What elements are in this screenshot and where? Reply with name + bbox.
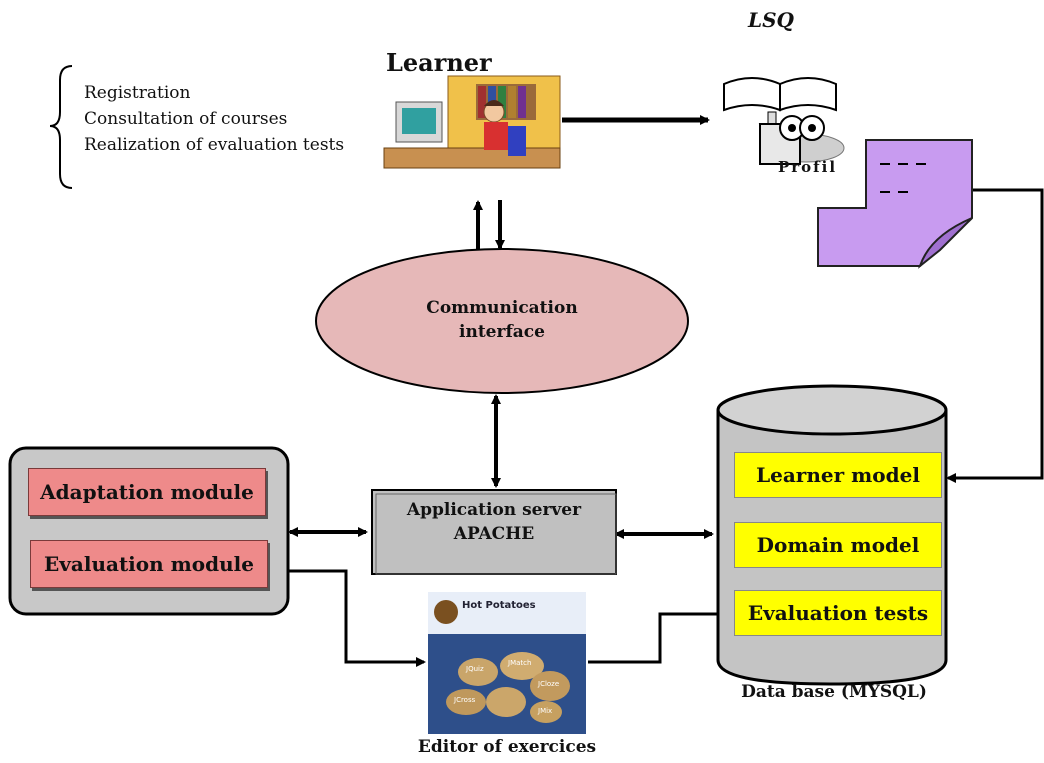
actions-brace xyxy=(49,65,73,189)
db-domain-model: Domain model xyxy=(734,522,942,568)
communication-label-line1: Communication xyxy=(426,298,578,318)
learner-illustration xyxy=(383,75,561,169)
adaptation-module-box: Adaptation module xyxy=(28,468,266,516)
lsq-profile-label: Profil xyxy=(778,158,838,176)
evaluation-to-editor-arrow xyxy=(268,569,426,667)
db-learner-model: Learner model xyxy=(734,452,942,498)
potato-label-jmatch: JMatch xyxy=(508,659,532,667)
potato-label-jquiz: JQuiz xyxy=(466,665,484,673)
learner-action-registration: Registration xyxy=(84,83,191,103)
lsq-icon xyxy=(723,77,845,165)
communication-interface-ellipse xyxy=(315,248,689,394)
db-evaluation-tests: Evaluation tests xyxy=(734,590,942,636)
app-server-box xyxy=(371,489,617,575)
communication-label-line2: interface xyxy=(459,322,545,342)
potato-label-jmix: JMix xyxy=(538,707,553,715)
lsq-title: LSQ xyxy=(748,8,794,32)
potato-label-jcross: JCross xyxy=(454,696,476,704)
learner-actions-list: Registration Consultation of courses Rea… xyxy=(84,80,344,158)
hot-potatoes-image xyxy=(428,592,586,734)
editor-to-tests-arrow xyxy=(588,609,734,664)
learner-action-consultation: Consultation of courses xyxy=(84,109,288,129)
editor-caption: Editor of exercices xyxy=(417,737,597,757)
app-server-shadow xyxy=(375,493,617,575)
hot-potatoes-logo-text: Hot Potatoes xyxy=(462,600,536,611)
learner-title: Learner xyxy=(386,48,492,77)
database-caption: Data base (MYSQL) xyxy=(741,682,927,702)
communication-interface-label: Communication interface xyxy=(402,296,602,344)
app-server-label: Application server APACHE xyxy=(372,498,616,546)
potato-label-jcloze: JCloze xyxy=(538,680,560,688)
learner-action-evaluation: Realization of evaluation tests xyxy=(84,135,345,155)
profile-document xyxy=(817,139,973,269)
app-server-line1: Application server xyxy=(406,500,582,520)
evaluation-module-box: Evaluation module xyxy=(30,540,268,588)
profile-to-learner-model-arrow xyxy=(946,188,1044,483)
app-server-line2: APACHE xyxy=(453,524,535,544)
